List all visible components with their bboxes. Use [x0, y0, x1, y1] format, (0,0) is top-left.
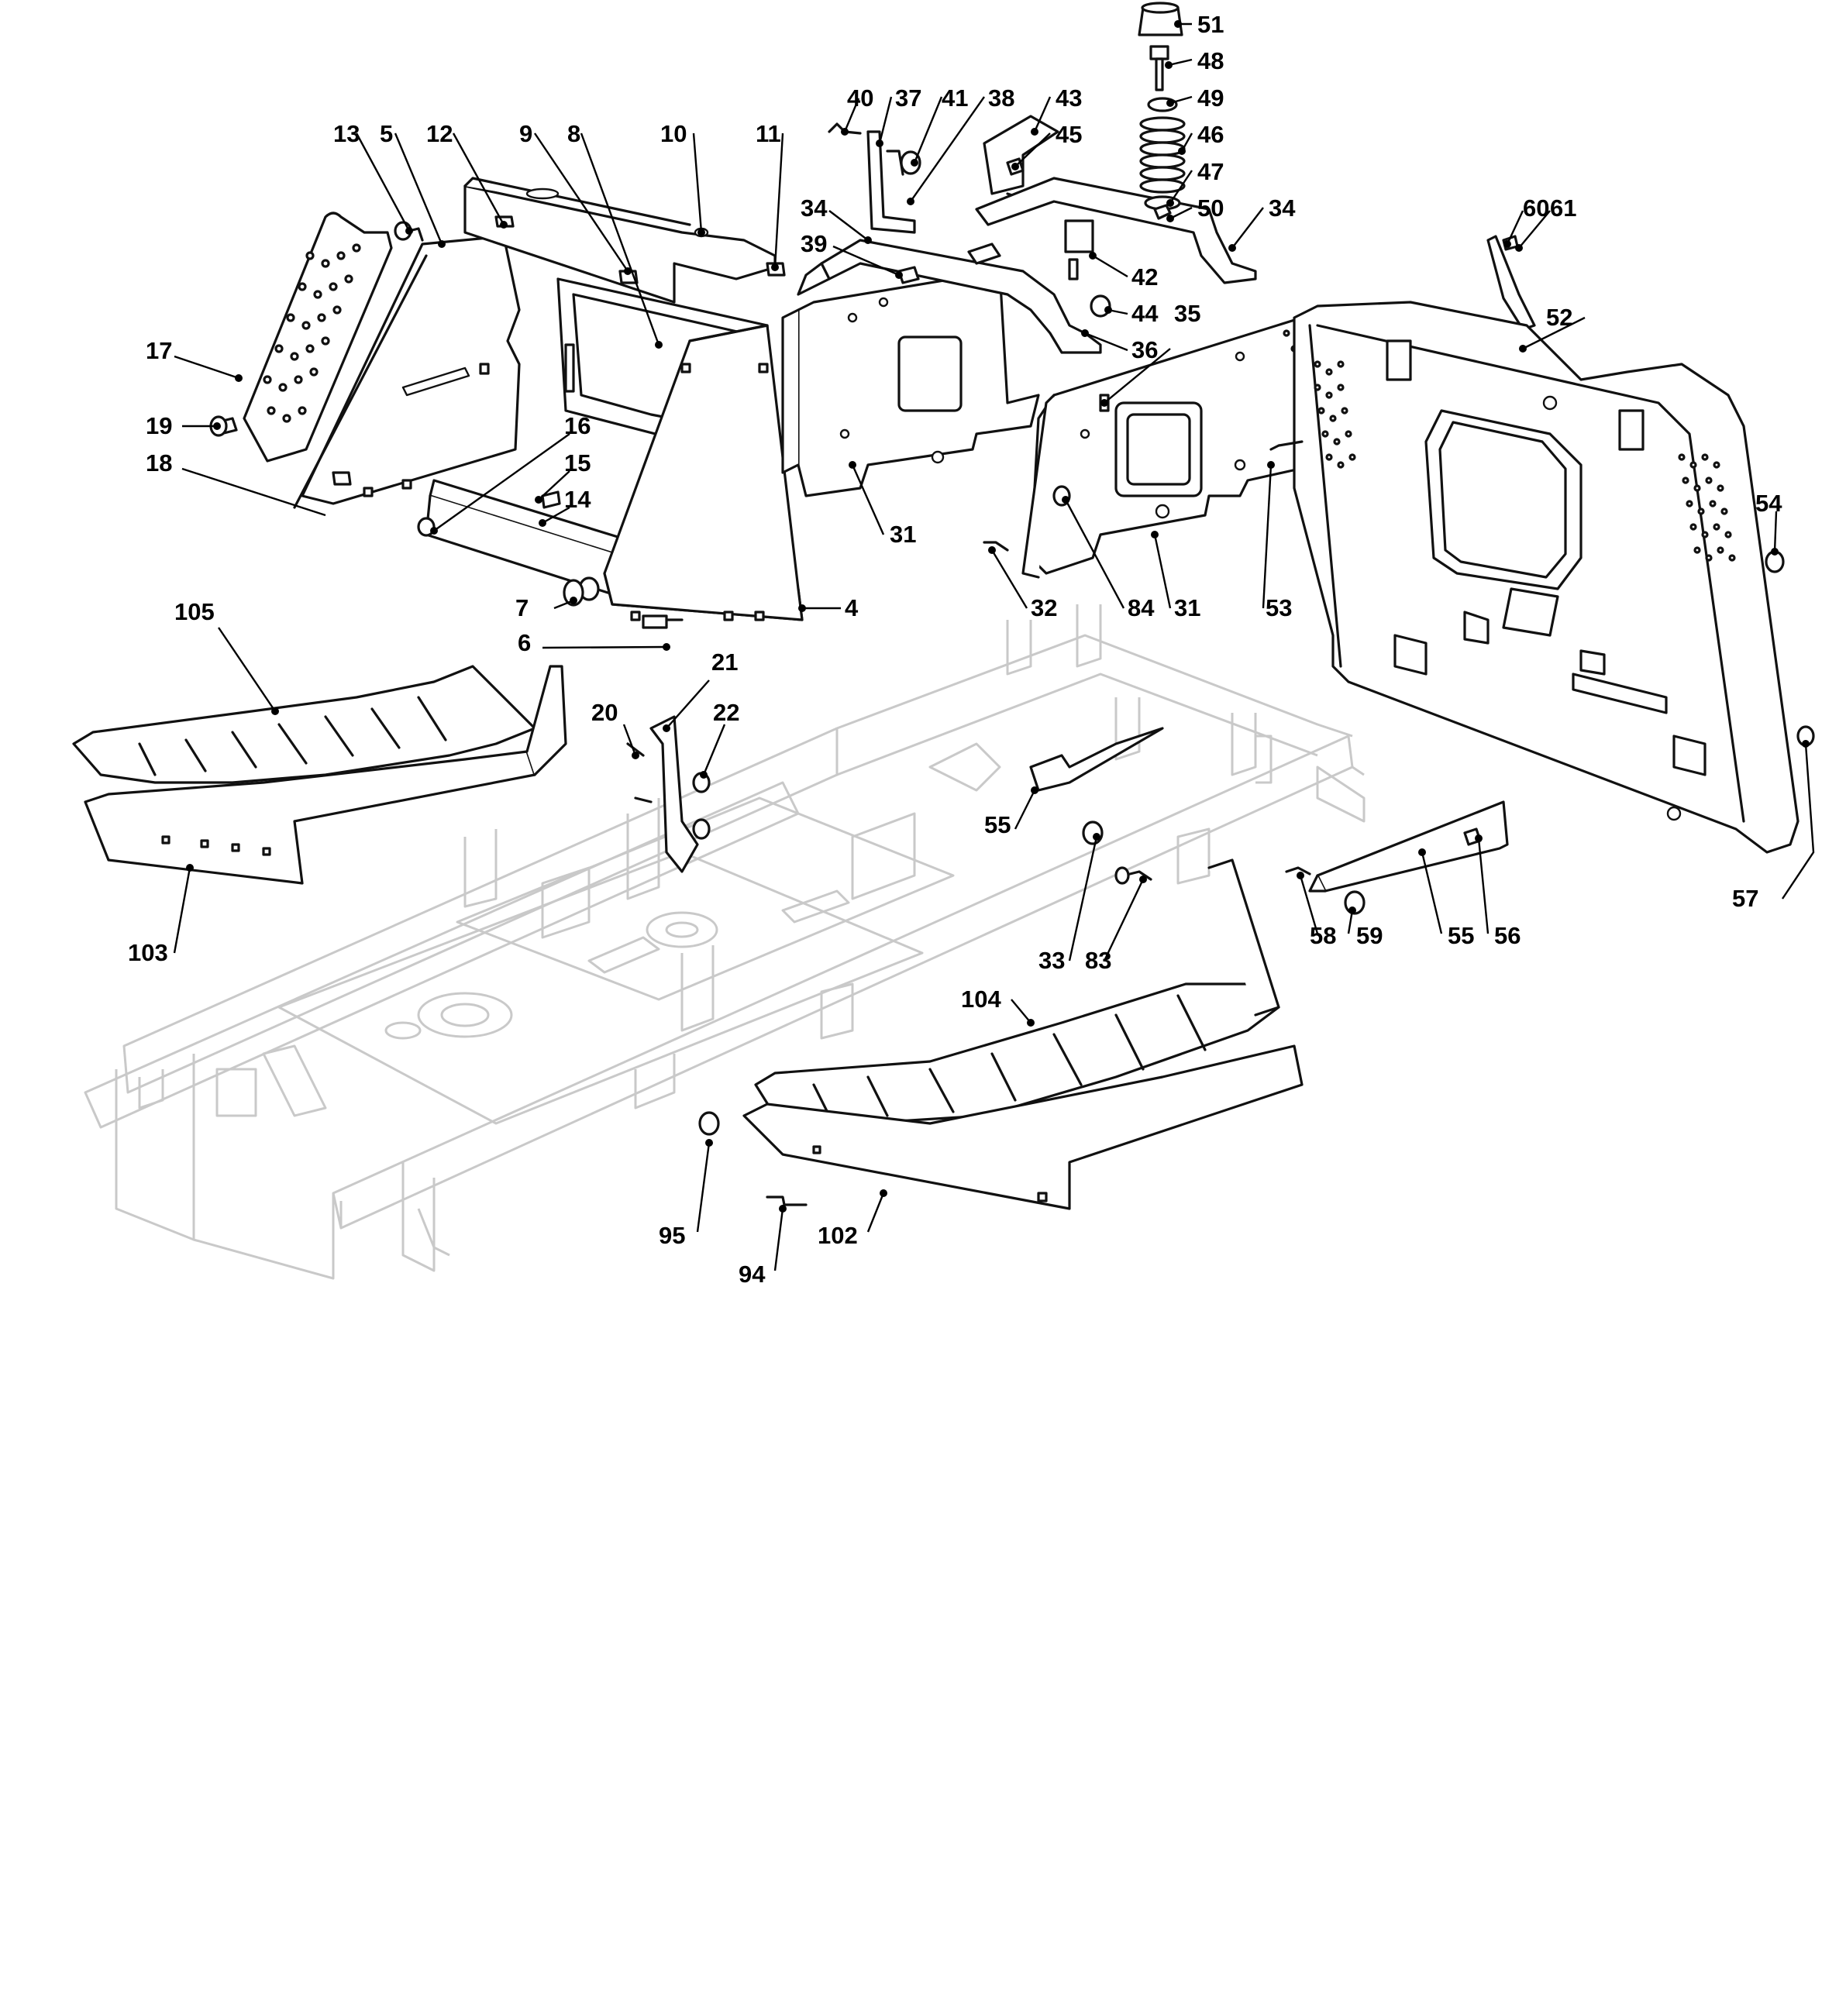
cross-bar-14 [425, 479, 637, 598]
callout-55: 55 [984, 811, 1011, 838]
callout-84: 84 [1128, 594, 1155, 621]
bracket-21 [649, 715, 699, 873]
callout-104: 104 [961, 986, 1001, 1013]
callout-61: 61 [1550, 194, 1576, 222]
rear-panel-52 [1293, 301, 1800, 854]
callout-46: 46 [1197, 121, 1224, 148]
side-plate-17 [243, 212, 393, 463]
callout-10: 10 [660, 120, 687, 147]
callout-7: 7 [515, 594, 529, 621]
callout-36: 36 [1131, 336, 1158, 363]
callout-56: 56 [1494, 922, 1521, 949]
callout-50: 50 [1197, 194, 1224, 222]
spring-46 [1139, 116, 1186, 194]
callout-17: 17 [146, 337, 172, 364]
chassis-frame [84, 604, 1366, 1280]
callout-34: 34 [801, 194, 828, 222]
callout-44: 44 [1131, 300, 1159, 327]
callout-11: 11 [756, 120, 781, 147]
callout-41: 41 [942, 84, 968, 112]
callout-20: 20 [591, 699, 618, 726]
callout-52: 52 [1546, 304, 1572, 331]
bracket-60 [1486, 235, 1536, 331]
center-panel-31b [1021, 316, 1319, 579]
callout-21: 21 [711, 648, 738, 676]
bolt-48 [1149, 45, 1169, 91]
callout-94: 94 [739, 1261, 766, 1288]
callout-31: 31 [1174, 594, 1200, 621]
callout-103: 103 [128, 939, 168, 966]
callout-15: 15 [564, 449, 591, 476]
callout-14: 14 [564, 486, 591, 513]
callout-18: 18 [146, 449, 172, 476]
callout-8: 8 [567, 120, 580, 147]
callout-39: 39 [801, 230, 827, 257]
callout-105: 105 [174, 598, 215, 625]
callout-16: 16 [564, 412, 591, 439]
callout-labels: 51 48 49 46 47 50 34 43 45 40 37 41 38 1… [128, 11, 1782, 1288]
callout-47: 47 [1197, 158, 1224, 185]
callout-34: 34 [1269, 194, 1296, 222]
callout-40: 40 [847, 84, 873, 112]
callout-102: 102 [818, 1222, 858, 1249]
callout-9: 9 [519, 120, 532, 147]
bracket-55a [1029, 727, 1164, 792]
callout-55: 55 [1448, 922, 1474, 949]
callout-45: 45 [1056, 121, 1082, 148]
callout-53: 53 [1266, 594, 1292, 621]
callout-38: 38 [988, 84, 1014, 112]
callout-58: 58 [1310, 922, 1336, 949]
center-panel-31a [781, 270, 1040, 497]
callout-95: 95 [659, 1222, 685, 1249]
callout-13: 13 [333, 120, 360, 147]
bracket-37 [866, 130, 916, 234]
callout-60: 60 [1523, 194, 1549, 222]
callout-32: 32 [1031, 594, 1057, 621]
callout-5: 5 [380, 120, 393, 147]
leader-lines [173, 20, 1815, 1271]
callout-6: 6 [518, 629, 531, 656]
callout-33: 33 [1038, 947, 1065, 974]
callout-19: 19 [146, 412, 172, 439]
callout-54: 54 [1755, 490, 1782, 517]
parts [72, 2, 1815, 1210]
footrest-frame-103 [84, 665, 567, 885]
callout-57: 57 [1732, 885, 1758, 912]
footrest-frame-102 [742, 858, 1304, 1210]
callout-49: 49 [1197, 84, 1224, 112]
bracket-55b [1308, 800, 1509, 893]
callout-35: 35 [1174, 300, 1200, 327]
callout-22: 22 [713, 699, 739, 726]
callout-83: 83 [1085, 947, 1111, 974]
callout-48: 48 [1197, 47, 1224, 74]
front-box-4 [603, 324, 804, 621]
callout-12: 12 [426, 120, 453, 147]
top-bar-34b [975, 177, 1257, 284]
callout-4: 4 [845, 594, 859, 621]
callout-43: 43 [1056, 84, 1082, 112]
callout-51: 51 [1197, 11, 1224, 38]
callout-37: 37 [895, 84, 921, 112]
bumper-51 [1138, 2, 1183, 36]
callout-31: 31 [890, 521, 916, 548]
side-panel-5 [293, 235, 521, 509]
callout-42: 42 [1131, 263, 1158, 291]
callout-59: 59 [1356, 922, 1383, 949]
